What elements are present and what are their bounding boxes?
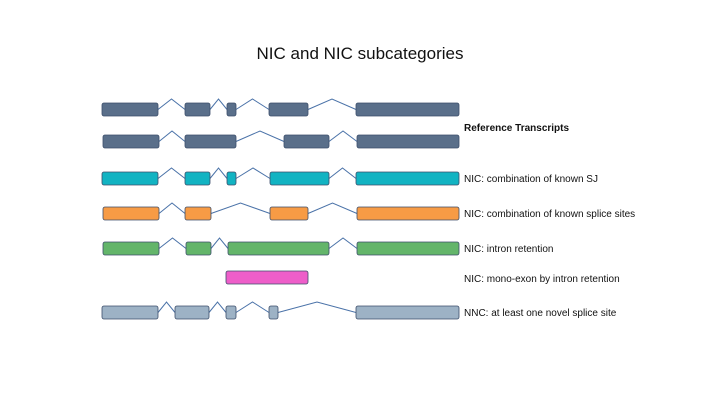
transcript-row-nic_intron_retention — [102, 237, 460, 256]
exon-block — [355, 171, 460, 186]
row-label-nic_known_sj: NIC: combination of known SJ — [464, 174, 598, 185]
exon-block — [269, 206, 309, 221]
exon-block — [225, 305, 237, 320]
intron-connector — [307, 202, 358, 214]
exon-block — [225, 270, 309, 285]
exon-block — [355, 102, 460, 117]
intron-connector — [328, 167, 357, 179]
row-label-reference: Reference Transcripts — [464, 123, 569, 134]
exon-block — [226, 171, 237, 186]
intron-connector — [209, 98, 228, 110]
intron-connector — [235, 98, 270, 110]
transcript-row-nic_known_sj — [101, 167, 460, 186]
exon-block — [102, 206, 160, 221]
transcript-row-reference — [102, 130, 460, 149]
intron-connector — [328, 130, 358, 142]
intron-connector — [328, 237, 358, 249]
exon-block — [102, 241, 160, 256]
exon-block — [268, 102, 309, 117]
transcript-row-nic_known_splice_sites — [102, 202, 460, 221]
transcript-row-reference — [101, 98, 460, 117]
intron-connector — [210, 202, 271, 214]
intron-connector — [235, 301, 270, 313]
exon-block — [184, 134, 237, 149]
row-label-nic_known_splice_sites: NIC: combination of known splice sites — [464, 209, 635, 220]
exon-block — [184, 171, 211, 186]
intron-connector — [277, 301, 357, 313]
intron-connector — [157, 167, 186, 179]
intron-connector — [208, 301, 227, 313]
exon-block — [101, 305, 159, 320]
exon-block — [185, 241, 212, 256]
exon-block — [269, 171, 330, 186]
row-label-nnc: NNC: at least one novel splice site — [464, 308, 617, 319]
intron-connector — [158, 202, 186, 214]
exon-block — [184, 206, 212, 221]
row-label-nic_intron_retention: NIC: intron retention — [464, 244, 554, 255]
transcript-row-nic_mono_exon — [225, 270, 309, 285]
intron-connector — [157, 301, 176, 313]
exon-block — [356, 241, 460, 256]
exon-block — [174, 305, 210, 320]
exon-block — [227, 241, 330, 256]
slide-title: NIC and NIC subcategories — [256, 44, 464, 63]
intron-connector — [210, 237, 229, 249]
intron-connector — [209, 167, 228, 179]
exon-block — [102, 134, 160, 149]
intron-connector — [235, 130, 285, 142]
exon-block — [226, 102, 237, 117]
exon-block — [101, 102, 159, 117]
exon-block — [184, 102, 211, 117]
transcript-row-nnc — [101, 301, 460, 320]
exon-block — [356, 206, 460, 221]
exon-block — [356, 134, 460, 149]
intron-connector — [158, 237, 187, 249]
exon-block — [268, 305, 279, 320]
row-label-nic_mono_exon: NIC: mono-exon by intron retention — [464, 274, 620, 285]
intron-connector — [235, 167, 271, 179]
intron-connector — [307, 98, 357, 110]
exon-block — [283, 134, 330, 149]
exon-block — [101, 171, 159, 186]
intron-connector — [158, 130, 186, 142]
intron-connector — [157, 98, 186, 110]
exon-block — [355, 305, 460, 320]
